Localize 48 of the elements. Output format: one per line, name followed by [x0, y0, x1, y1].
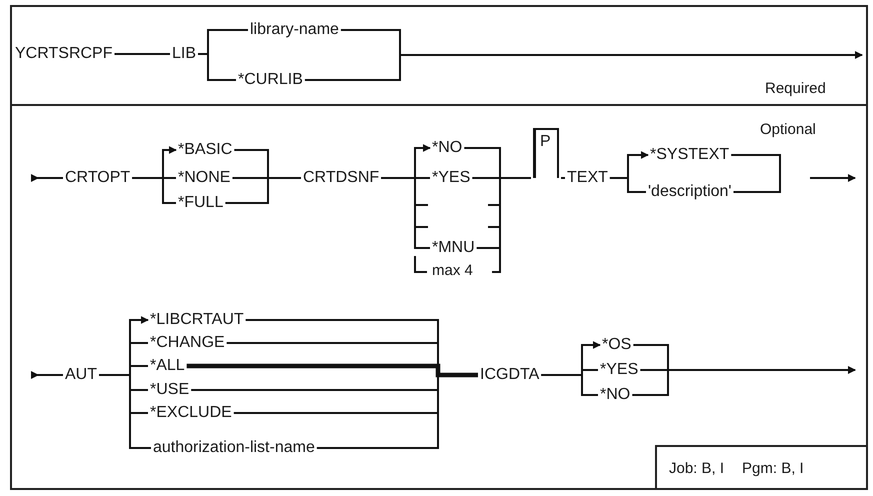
pos-marker-box: P — [533, 128, 559, 178]
syntax-keyword: *CURLIB — [238, 71, 303, 89]
syntax-line — [561, 177, 565, 179]
syntax-line — [381, 177, 430, 249]
note-label: max 4 — [432, 262, 473, 280]
syntax-line — [31, 371, 63, 379]
syntax-keyword: authorization-list-name — [153, 439, 315, 457]
syntax-line — [198, 53, 236, 81]
syntax-keyword: *NO — [432, 139, 462, 157]
syntax-line — [304, 51, 863, 81]
syntax-line — [632, 366, 856, 396]
syntax-keyword: 'description' — [648, 183, 732, 201]
syntax-keyword: ICGDTA — [480, 366, 540, 384]
syntax-keyword: *OS — [602, 336, 632, 354]
syntax-keyword: *YES — [432, 169, 470, 187]
syntax-keyword: *CHANGE — [150, 334, 225, 352]
info-text: Job: B, I — [669, 460, 724, 477]
syntax-keyword: *EXCLUDE — [150, 404, 232, 422]
syntax-keyword: CRTOPT — [65, 169, 130, 187]
syntax-line — [114, 53, 170, 55]
syntax-keyword: TEXT — [567, 169, 608, 187]
syntax-keyword: *FULL — [178, 194, 224, 212]
syntax-keyword: *BASIC — [178, 141, 232, 159]
syntax-keyword: *LIBCRTAUT — [150, 311, 244, 329]
syntax-line — [541, 374, 598, 396]
syntax-keyword: YCRTSRCPF — [15, 45, 112, 63]
syntax-keyword: *NONE — [178, 169, 230, 187]
syntax-line — [610, 177, 646, 193]
syntax-line — [31, 174, 63, 182]
syntax-keyword: *SYSTEXT — [650, 146, 730, 164]
syntax-keyword: AUT — [65, 366, 97, 384]
syntax-keyword: *ALL — [150, 357, 185, 375]
info-box — [655, 445, 868, 490]
note-label: Optional — [760, 121, 816, 139]
syntax-keyword: *USE — [150, 381, 190, 399]
syntax-keyword: *NO — [600, 386, 630, 404]
info-text: Pgm: B, I — [742, 460, 804, 477]
syntax-keyword: CRTDSNF — [303, 169, 380, 187]
syntax-line — [132, 177, 176, 204]
syntax-keyword: library-name — [250, 21, 339, 39]
syntax-line — [225, 177, 301, 204]
syntax-keyword: *YES — [600, 361, 638, 379]
note-label: Required — [765, 80, 826, 98]
syntax-line — [186, 364, 478, 378]
syntax-line — [316, 374, 478, 449]
syntax-keyword: *MNU — [432, 239, 475, 257]
syntax-line — [732, 174, 856, 193]
syntax-keyword: LIB — [172, 45, 196, 63]
